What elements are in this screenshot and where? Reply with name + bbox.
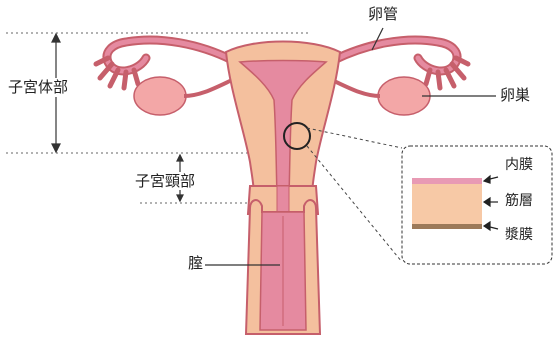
- label-serosa: 漿膜: [505, 228, 533, 242]
- label-endometrium: 内膜: [505, 158, 533, 172]
- left-ovary: [134, 77, 186, 115]
- endometrium-layer: [412, 178, 482, 184]
- myometrium-layer: [412, 184, 482, 224]
- label-ovary: 卵巣: [500, 88, 530, 103]
- right-ovarian-ligament: [332, 80, 380, 96]
- label-vagina: 腟: [188, 256, 203, 271]
- cervical-canal: [277, 186, 289, 214]
- label-uterine-body: 子宮体部: [8, 78, 68, 97]
- magnifier-connectors: [307, 128, 402, 262]
- label-myometrium: 筋層: [505, 194, 533, 208]
- left-ovarian-ligament: [184, 80, 232, 96]
- label-cervix: 子宮頸部: [135, 174, 195, 189]
- label-fallopian-tube: 卵管: [368, 7, 398, 22]
- serosa-layer: [412, 224, 482, 229]
